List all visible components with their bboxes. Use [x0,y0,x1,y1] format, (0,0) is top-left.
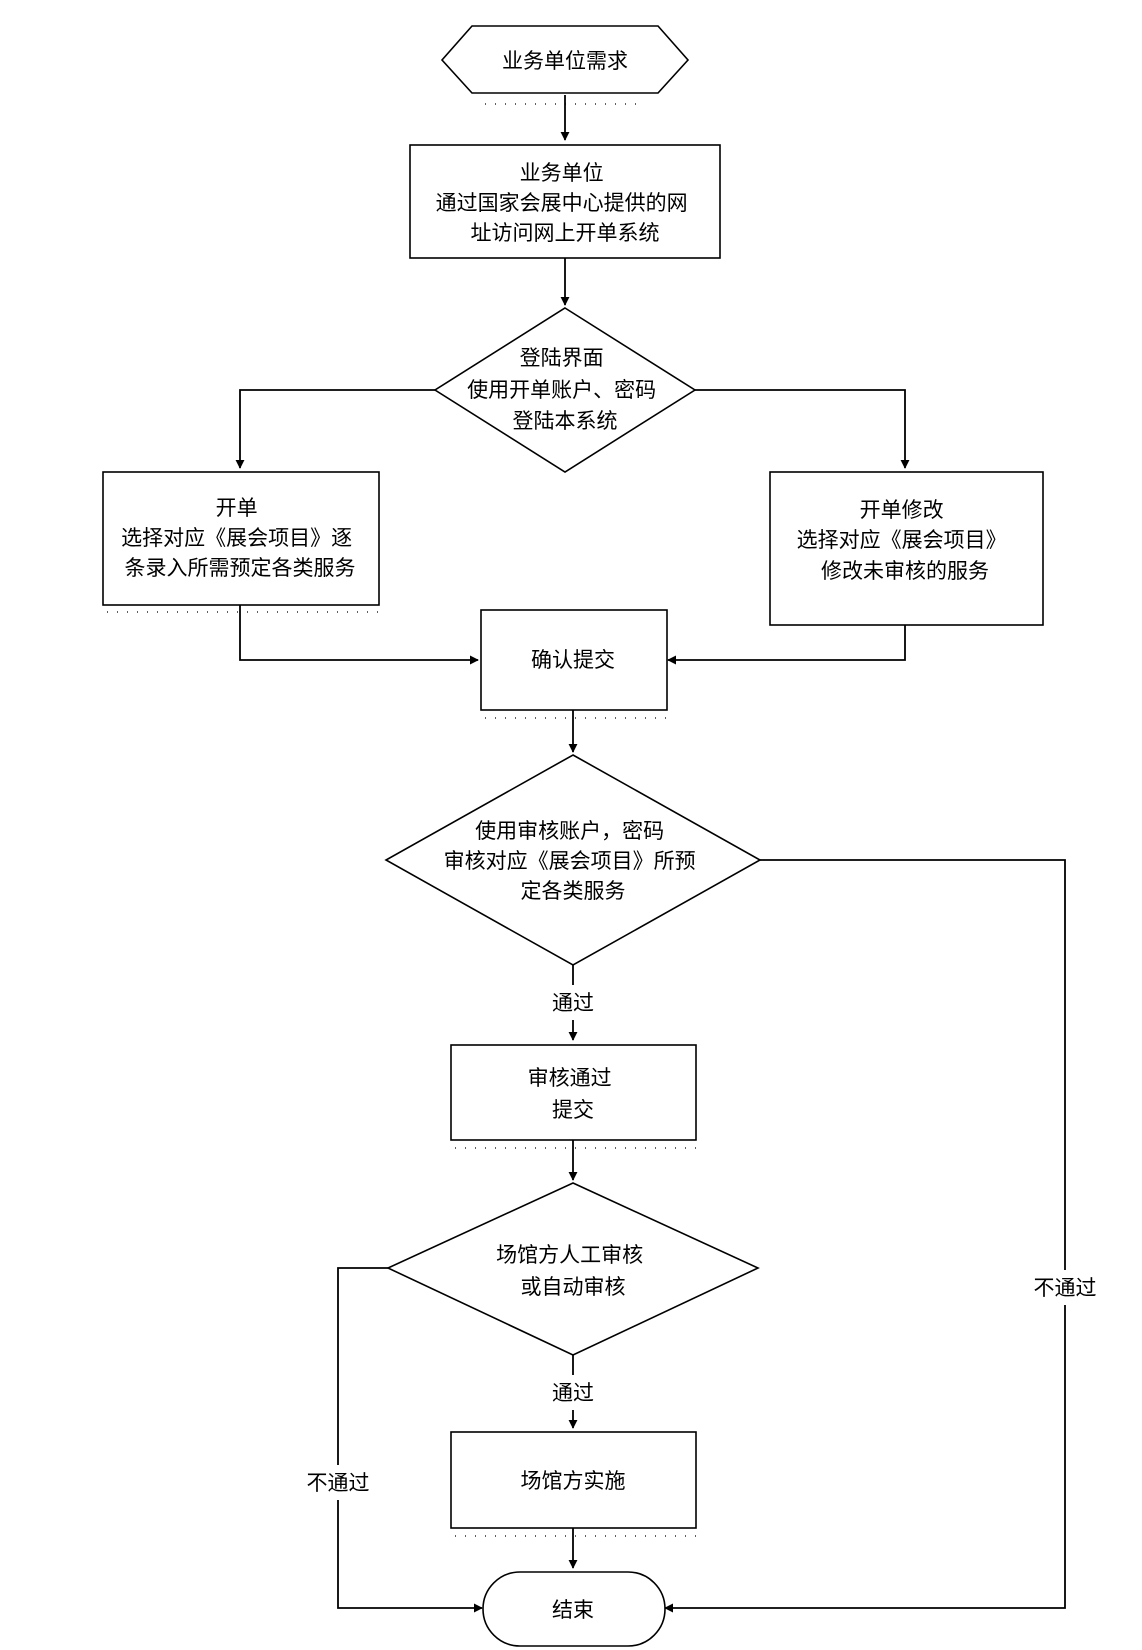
review-node[interactable] [384,754,762,966]
login-label: 登陆界面 使用开单账户、密码 登陆本系统 [467,346,663,433]
modify-order-node[interactable] [769,471,1044,626]
access-node[interactable] [409,144,721,259]
connectors [235,95,1066,1613]
venue-review-node[interactable] [386,1182,760,1356]
login-node[interactable] [433,307,697,473]
arrow-modify-to-confirm [667,625,906,665]
arrow-review-reject [760,859,1066,1270]
approved-submit-node[interactable] [450,1044,697,1141]
arrow-venue-reject-2 [337,1500,483,1613]
venue-review-label: 场馆方人工审核 或自动审核 [496,1243,650,1299]
open-order-node[interactable] [102,471,380,606]
access-label: 业务单位 通过国家会展中心提供的网 址访问网上开单系统 [436,161,695,245]
venue-exec-node[interactable] [450,1431,697,1529]
shapes [102,25,1044,1647]
approved-submit-label: 审核通过 提交 [528,1066,619,1122]
venue-exec-label: 场馆方实施 [521,1469,626,1493]
edge-label-pass-1: 通过 [552,991,594,1015]
arrow-open-to-confirm [239,605,479,665]
review-label: 使用审核账户，密码 审核对应《展会项目》所预 定各类服务 [444,819,703,903]
start-node[interactable] [440,25,690,94]
edge-label-pass-2: 通过 [552,1381,594,1405]
edge-labels: 通过 通过 不通过 不通过 [307,991,1097,1495]
start-label: 业务单位需求 [502,49,628,73]
modify-order-label: 开单修改 选择对应《展会项目》 修改未审核的服务 [797,498,1014,583]
confirm-node[interactable] [480,609,668,711]
end-node[interactable] [482,1571,666,1647]
arrow-login-to-modify [695,389,910,469]
confirm-label: 确认提交 [531,648,615,672]
arrow-review-reject-2 [664,1305,1066,1613]
arrow-venue-reject [337,1267,388,1465]
end-label: 结束 [552,1598,594,1622]
dotted-shadows [107,103,700,1537]
edge-label-reject-left: 不通过 [307,1471,370,1495]
node-texts: 业务单位需求 业务单位 通过国家会展中心提供的网 址访问网上开单系统 登陆界面 … [121,49,1014,1622]
arrow-login-to-open [235,389,435,469]
edge-label-reject-right: 不通过 [1034,1276,1097,1300]
open-order-label: 开单 选择对应《展会项目》逐 条录入所需预定各类服务 [121,496,359,580]
